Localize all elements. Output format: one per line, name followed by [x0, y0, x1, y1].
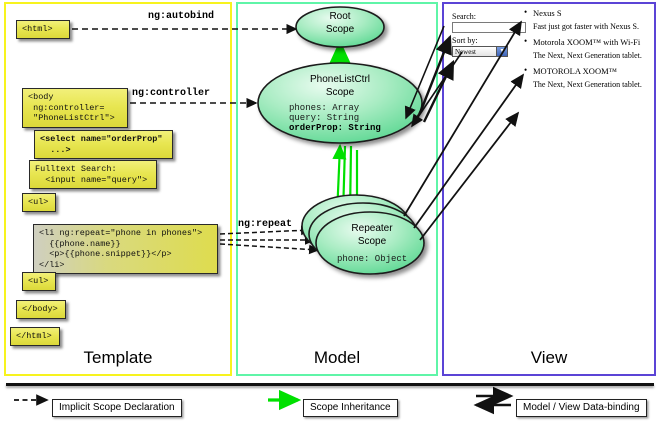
- legend-scope-inheritance: Scope Inheritance: [303, 399, 398, 417]
- code-box-body-close: </body>: [16, 300, 66, 319]
- code-box-li-repeat: <li ng:repeat="phone in phones"> {{phone…: [33, 224, 218, 274]
- legend-implicit-scope-declaration: Implicit Scope Declaration: [52, 399, 182, 417]
- code-box-ul-open: <ul>: [22, 193, 56, 212]
- list-item: Motorola XOOM™ with Wi-Fi The Next, Next…: [524, 36, 652, 60]
- phone-name: MOTOROLA XOOM™: [524, 65, 652, 76]
- phone-name: Nexus S: [524, 7, 652, 18]
- sort-by-selected-value: Newest: [455, 48, 476, 56]
- code-box-fulltext-search: Fulltext Search: <input name="query">: [29, 160, 157, 189]
- connector-label-autobind: ng:autobind: [148, 11, 215, 22]
- phone-snippet: Fast just got faster with Nexus S.: [533, 22, 639, 31]
- code-box-select: <select name="orderProp" ...>: [34, 130, 173, 159]
- sort-by-label: Sort by:: [452, 36, 478, 45]
- column-label-template: Template: [83, 348, 153, 367]
- sort-by-select[interactable]: Newest ▾: [452, 46, 508, 57]
- phone-list: Nexus S Fast just got faster with Nexus …: [524, 7, 652, 95]
- code-box-html-open: <html>: [16, 20, 70, 39]
- search-label: Search:: [452, 12, 476, 21]
- legend-model-view-data-binding: Model / View Data-binding: [516, 399, 647, 417]
- phone-name: Motorola XOOM™ with Wi-Fi: [524, 36, 652, 47]
- phone-snippet: The Next, Next Generation tablet.: [533, 51, 642, 60]
- code-box-body-open: <body ng:controller= "PhoneListCtrl">: [22, 88, 128, 128]
- code-box-html-close: </html>: [10, 327, 60, 346]
- legend: Implicit Scope Declaration Scope Inherit…: [0, 383, 660, 421]
- list-item: Nexus S Fast just got faster with Nexus …: [524, 7, 652, 31]
- code-box-ul-close: <ul>: [22, 272, 56, 291]
- column-label-view: View: [530, 348, 568, 367]
- connector-label-repeat: ng:repeat: [238, 219, 293, 230]
- connector-label-controller: ng:controller: [132, 88, 211, 99]
- column-template: Template: [4, 2, 232, 376]
- search-input[interactable]: [452, 22, 526, 33]
- view-search-form: Search: Sort by: Newest ▾: [452, 12, 530, 57]
- list-item: MOTOROLA XOOM™ The Next, Next Generation…: [524, 65, 652, 89]
- chevron-down-icon: ▾: [496, 47, 507, 56]
- legend-divider: [6, 383, 654, 386]
- column-model: Model: [236, 2, 438, 376]
- phone-snippet: The Next, Next Generation tablet.: [533, 80, 642, 89]
- column-label-model: Model: [313, 348, 361, 367]
